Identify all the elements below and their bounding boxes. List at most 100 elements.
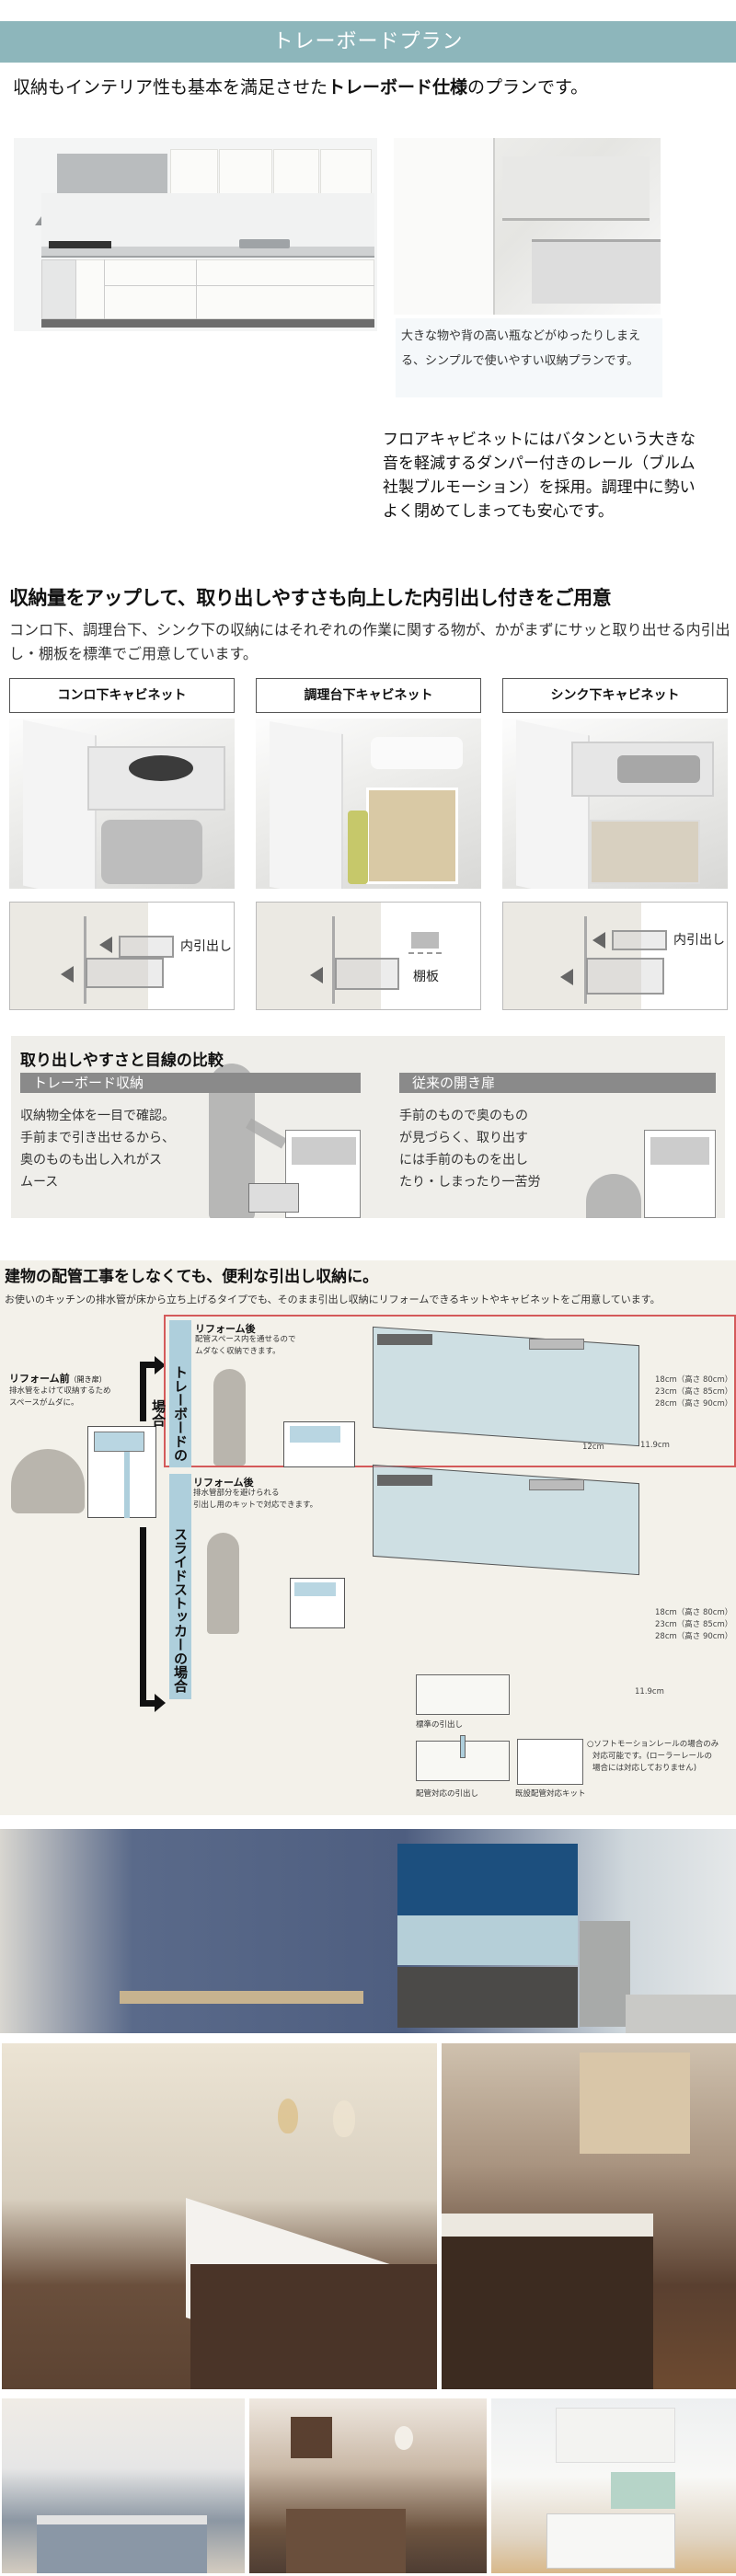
drawer-shape	[86, 958, 164, 988]
frying-pan	[129, 755, 193, 781]
text-line: 手前のもので奥のもの	[399, 1109, 528, 1123]
refrigerator	[580, 1921, 630, 2027]
inner-drawer-shape	[119, 936, 174, 958]
standard-drawer-caption: 標準の引出し	[416, 1720, 464, 1730]
kitchen-photo-blue-wall	[0, 1829, 736, 2033]
sofa	[626, 1995, 736, 2033]
blue-wall-cabinets	[397, 1844, 578, 1915]
tab-stove-cabinet[interactable]: コンロ下キャビネット	[9, 678, 235, 713]
dimension-value: 23cm（高さ 85cm）	[655, 1387, 733, 1397]
pendant-lamp	[395, 2426, 413, 2450]
intro-suffix: のプランです。	[467, 77, 589, 98]
kitchen-photo-island-white	[2, 2043, 437, 2389]
inner-drawer-shape	[612, 930, 667, 950]
plan-title-banner: トレーボードプラン	[0, 21, 736, 63]
intro-bold: トレーボード仕様	[328, 77, 468, 98]
range-hood	[291, 2417, 332, 2458]
tab-sink-cabinet[interactable]: シンク下キャビネット	[502, 678, 728, 713]
text-line: 手前まで引き出せるから、	[20, 1131, 175, 1145]
text-line: 対応可能です。(ローラーレールの	[592, 1752, 712, 1761]
reform-title: 建物の配管工事をしなくても、便利な引出し収納に。	[5, 1268, 379, 1286]
comparison-title: 取り出しやすさと目線の比較	[20, 1052, 224, 1070]
reform-section: 建物の配管工事をしなくても、便利な引出し収納に。 お使いのキッチンの排水管が床か…	[0, 1260, 736, 1815]
storage-containers	[366, 788, 458, 884]
pull-arrow-icon	[310, 967, 323, 983]
paper-rolls	[371, 737, 463, 769]
cabinet-body	[257, 903, 381, 1009]
flow-arrow-stem	[140, 1362, 160, 1368]
sink-cabinet-diagram: 内引出し	[502, 902, 728, 1010]
dimension-value: 23cm（高さ 85cm）	[655, 1620, 733, 1629]
arrow-right-icon	[155, 1694, 166, 1712]
trayboard-heading: トレーボード収納	[20, 1073, 361, 1093]
dimension-value: 28cm（高さ 90cm）	[655, 1399, 733, 1409]
drain-pipe	[460, 1735, 466, 1758]
window	[611, 2472, 675, 2509]
wood-cabinets	[286, 2509, 406, 2573]
hinged-door-heading: 従来の開き扉	[399, 1073, 716, 1093]
dimension-value: 28cm（高さ 90cm）	[655, 1632, 733, 1641]
text-line: 引出し用のキットで対応できます。	[193, 1501, 318, 1510]
sink-cabinet-photo	[502, 719, 728, 889]
trayboard-after-heading: リフォーム後	[195, 1323, 256, 1335]
trayboard-after-description: 配管スペース内を通せるので ムダなく収納できます。	[195, 1334, 295, 1358]
drawer-detail-photo	[394, 138, 661, 315]
pull-arrow-icon	[99, 937, 112, 953]
sink-icon	[529, 1339, 584, 1350]
text-line: 排水管部分を避けられる	[193, 1489, 280, 1498]
stove-cabinet-diagram: 内引出し	[9, 902, 235, 1010]
countertop	[41, 247, 374, 258]
pendant-lamp	[333, 2100, 355, 2137]
text-line: 収納物全体を一目で確認。	[20, 1109, 175, 1123]
sink-basin	[290, 1426, 340, 1443]
dimension-list: 18cm（高さ 80cm） 23cm（高さ 85cm） 28cm（高さ 90cm…	[655, 1374, 732, 1410]
soft-motion-note: ○ソフトモーションレールの場合のみ 対応可能です。(ローラーレールの 場合には対…	[587, 1739, 719, 1775]
lower-drawer	[532, 239, 661, 304]
kitchen-product-image	[14, 138, 377, 331]
worktop-cabinet-diagram: 棚板	[256, 902, 481, 1010]
comparison-panel: 取り出しやすさと目線の比較 トレーボード収納 従来の開き扉 収納物全体を一目で確…	[11, 1036, 725, 1218]
trayboard-case-label: トレーボードの場合	[150, 1320, 191, 1467]
base-cabinet	[41, 259, 374, 319]
slide-stocker-after-description: 排水管部分を避けられる 引出し用のキットで対応できます。	[193, 1488, 317, 1512]
inner-drawer-description: コンロ下、調理台下、シンク下の収納にはそれぞれの作業に関する物が、かがまずにサッ…	[9, 621, 730, 662]
drain-pipe	[124, 1452, 130, 1518]
before-heading: リフォーム前（開き扉）	[9, 1371, 107, 1386]
text-line: 場合には対応しておりません)	[592, 1764, 697, 1773]
drawer-shape	[586, 958, 664, 995]
dimension-list: 18cm（高さ 80cm） 23cm（高さ 85cm） 28cm（高さ 90cm…	[655, 1607, 732, 1643]
flow-arrow-stem	[140, 1527, 146, 1707]
pipe-kit-caption: 既設配管対応キット	[515, 1789, 586, 1799]
white-countertop	[442, 2214, 653, 2237]
lower-drawer	[590, 820, 700, 884]
countertop	[37, 2515, 207, 2524]
text-line: たり・しまったり一苦労	[399, 1175, 541, 1190]
person-crouching-silhouette	[586, 1174, 641, 1218]
dimension-value: 11.9cm	[635, 1687, 664, 1696]
bookshelf	[580, 2053, 690, 2154]
stove-cabinet-photo	[9, 719, 235, 889]
cabinet-seam	[104, 259, 105, 319]
hinged-door-description: 手前のもので奥のもの が見づらく、取り出す には手前のものを出し たり・しまった…	[399, 1105, 540, 1193]
slide-stocker-after-heading: リフォーム後	[193, 1477, 254, 1489]
bottle	[348, 811, 368, 884]
slide-stocker-case-label: スライドストッカーの場合	[169, 1474, 191, 1699]
backsplash	[41, 193, 374, 247]
shelf-shape	[335, 958, 399, 990]
pendant-lamp	[278, 2099, 298, 2133]
text-line: スペースがムダに。	[9, 1398, 79, 1408]
door-panel	[84, 916, 86, 1004]
gas-stove	[49, 241, 111, 248]
cabinet-seam	[196, 259, 197, 319]
before-heading-note: （開き扉）	[69, 1375, 107, 1384]
tab-worktop-cabinet[interactable]: 調理台下キャビネット	[256, 678, 481, 713]
door-panel	[332, 916, 335, 1004]
tile-backsplash	[397, 1915, 578, 1965]
flow-arrow-stem	[140, 1362, 146, 1421]
door	[270, 720, 343, 889]
cabinet-door	[394, 138, 495, 315]
wood-island-cabinet	[190, 2264, 437, 2389]
cabinet-body	[503, 903, 641, 1009]
stove-burners	[377, 1334, 432, 1345]
kitchen-photo-white	[491, 2398, 736, 2573]
